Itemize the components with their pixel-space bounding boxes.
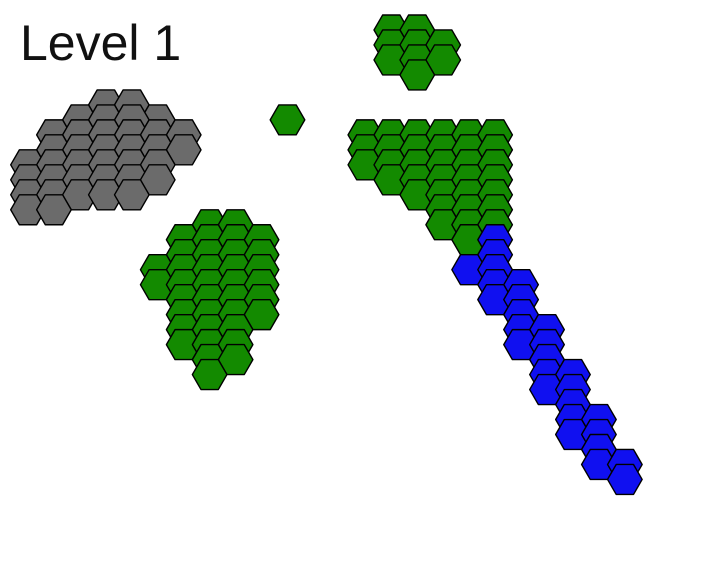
green-left-region <box>140 210 278 390</box>
blue-region <box>452 225 642 495</box>
gray-region <box>11 90 201 225</box>
green-dot-region <box>270 105 305 135</box>
green-hex-cell[interactable] <box>270 105 305 135</box>
green-top-region <box>374 15 461 90</box>
